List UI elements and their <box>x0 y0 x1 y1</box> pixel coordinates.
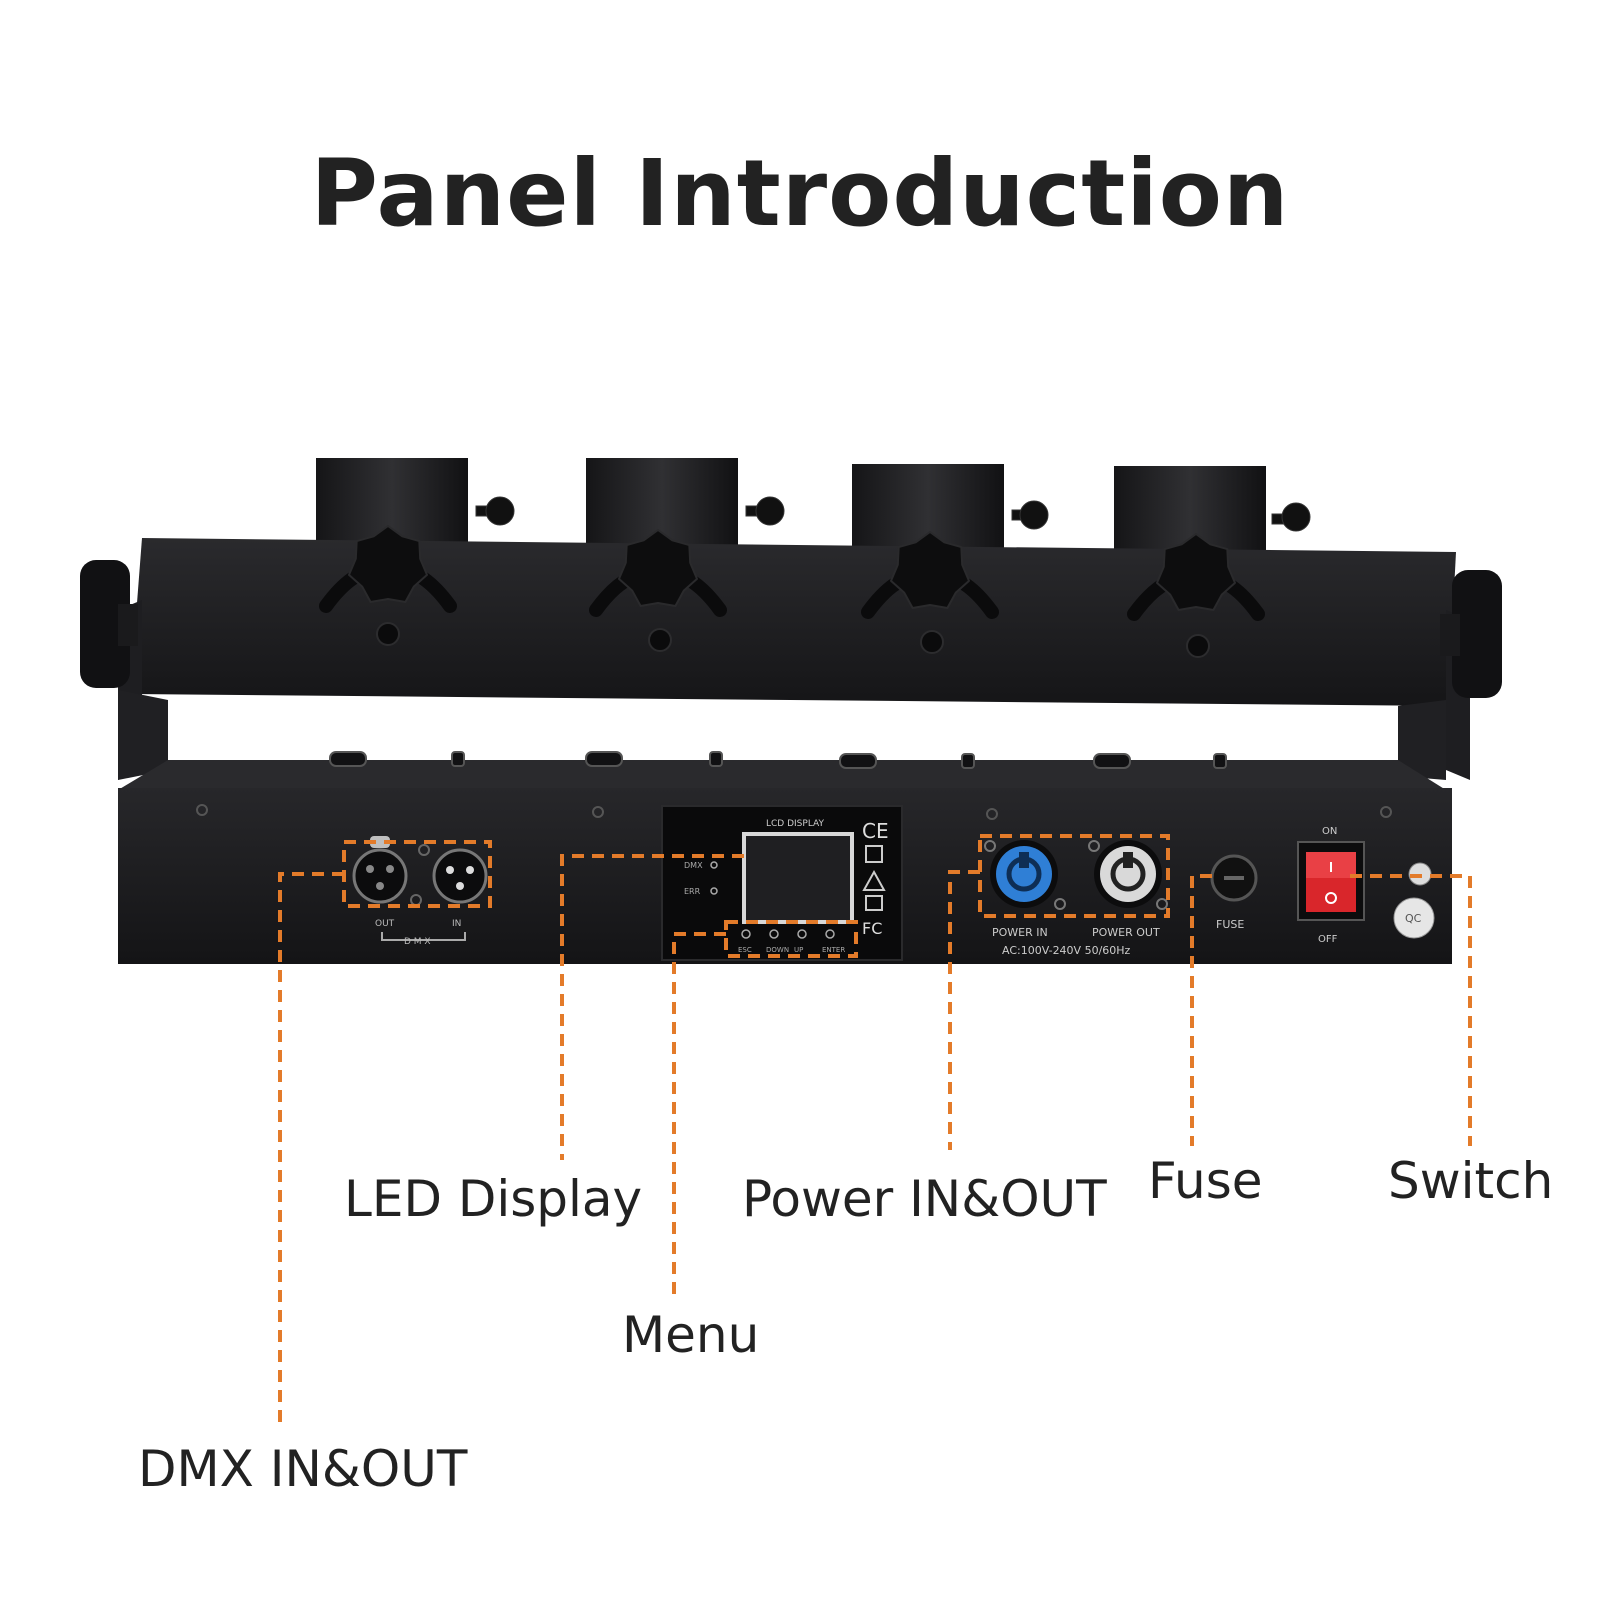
power-out-label: POWER OUT <box>1092 926 1160 939</box>
callout-switch-label: Switch <box>1388 1152 1554 1210</box>
powercon-in-icon[interactable] <box>990 840 1058 908</box>
callout-fuse-label: Fuse <box>1148 1152 1263 1210</box>
err-led-label: ERR <box>684 887 701 896</box>
knob-icon[interactable] <box>1127 533 1265 621</box>
menu-callout-box <box>724 920 858 958</box>
shooter-tubes <box>316 458 1311 550</box>
xlr-male-icon[interactable] <box>432 848 488 904</box>
rocker-switch-icon[interactable] <box>1297 841 1365 921</box>
fuse-holder-icon[interactable] <box>1210 854 1258 902</box>
callout-power-label: Power IN&OUT <box>742 1170 1107 1228</box>
right-side-knob <box>1440 570 1502 698</box>
callout-dmx-label: DMX IN&OUT <box>138 1440 468 1498</box>
cert-ce: CE <box>862 819 889 843</box>
lcd-screen <box>742 832 854 924</box>
fuse-panel-label: FUSE <box>1216 918 1244 931</box>
knob-icon[interactable] <box>589 529 727 617</box>
callout-menu-label: Menu <box>622 1306 760 1364</box>
menu-button-enter[interactable] <box>825 929 835 939</box>
qc-text: QC <box>1405 912 1422 925</box>
cert-marks-icon <box>862 845 886 911</box>
switch-off-label: OFF <box>1318 934 1338 945</box>
yoke-left <box>118 690 168 780</box>
powercon-out-icon[interactable] <box>1094 840 1162 908</box>
voltage-label: AC:100V-240V 50/60Hz <box>1002 944 1131 957</box>
knob-icon[interactable] <box>861 531 999 619</box>
menu-callout-line <box>672 932 726 1300</box>
lcd-heading: LCD DISPLAY <box>766 819 824 829</box>
tube-lock-knobs <box>319 525 1265 621</box>
switch-on-label: ON <box>1322 826 1337 837</box>
callout-led-label: LED Display <box>344 1170 643 1228</box>
menu-buttons[interactable]: ESC DOWN UP ENTER <box>738 929 845 954</box>
left-side-knob <box>80 560 138 688</box>
led-callout-line <box>560 854 744 1160</box>
page-title: Panel Introduction <box>310 140 1290 247</box>
base-top <box>118 760 1446 790</box>
dmx-callout-line <box>278 872 344 1426</box>
fuse-callout-line <box>1190 874 1212 1146</box>
dmx-in-label: IN <box>452 919 461 929</box>
err-led <box>710 887 718 895</box>
knob-icon[interactable] <box>319 525 457 613</box>
upper-bar <box>130 538 1456 706</box>
dmx-out-label: OUT <box>375 919 395 929</box>
callout-lines <box>278 834 1472 1426</box>
qc-sticker: QC <box>1393 897 1435 939</box>
menu-button-label: UP <box>794 946 803 954</box>
dmx-led-label: DMX <box>684 861 703 870</box>
cert-fc: FC <box>862 919 882 938</box>
menu-button-esc[interactable] <box>741 929 751 939</box>
menu-button-down[interactable] <box>769 929 779 939</box>
menu-button-label: ENTER <box>822 946 845 954</box>
menu-button-label: ESC <box>738 946 752 954</box>
power-callout-line <box>948 870 980 1150</box>
power-callout-box <box>978 834 1170 918</box>
yoke-right <box>1398 700 1446 780</box>
power-in-label: POWER IN <box>992 926 1048 939</box>
dmx-group-label: D M X <box>404 937 431 947</box>
menu-button-label: DOWN <box>766 946 789 954</box>
switch-callout-line <box>1350 874 1472 1146</box>
shooter-tube <box>1114 466 1266 550</box>
xlr-female-icon[interactable] <box>352 836 408 904</box>
menu-button-up[interactable] <box>797 929 807 939</box>
dmx-led <box>710 861 718 869</box>
